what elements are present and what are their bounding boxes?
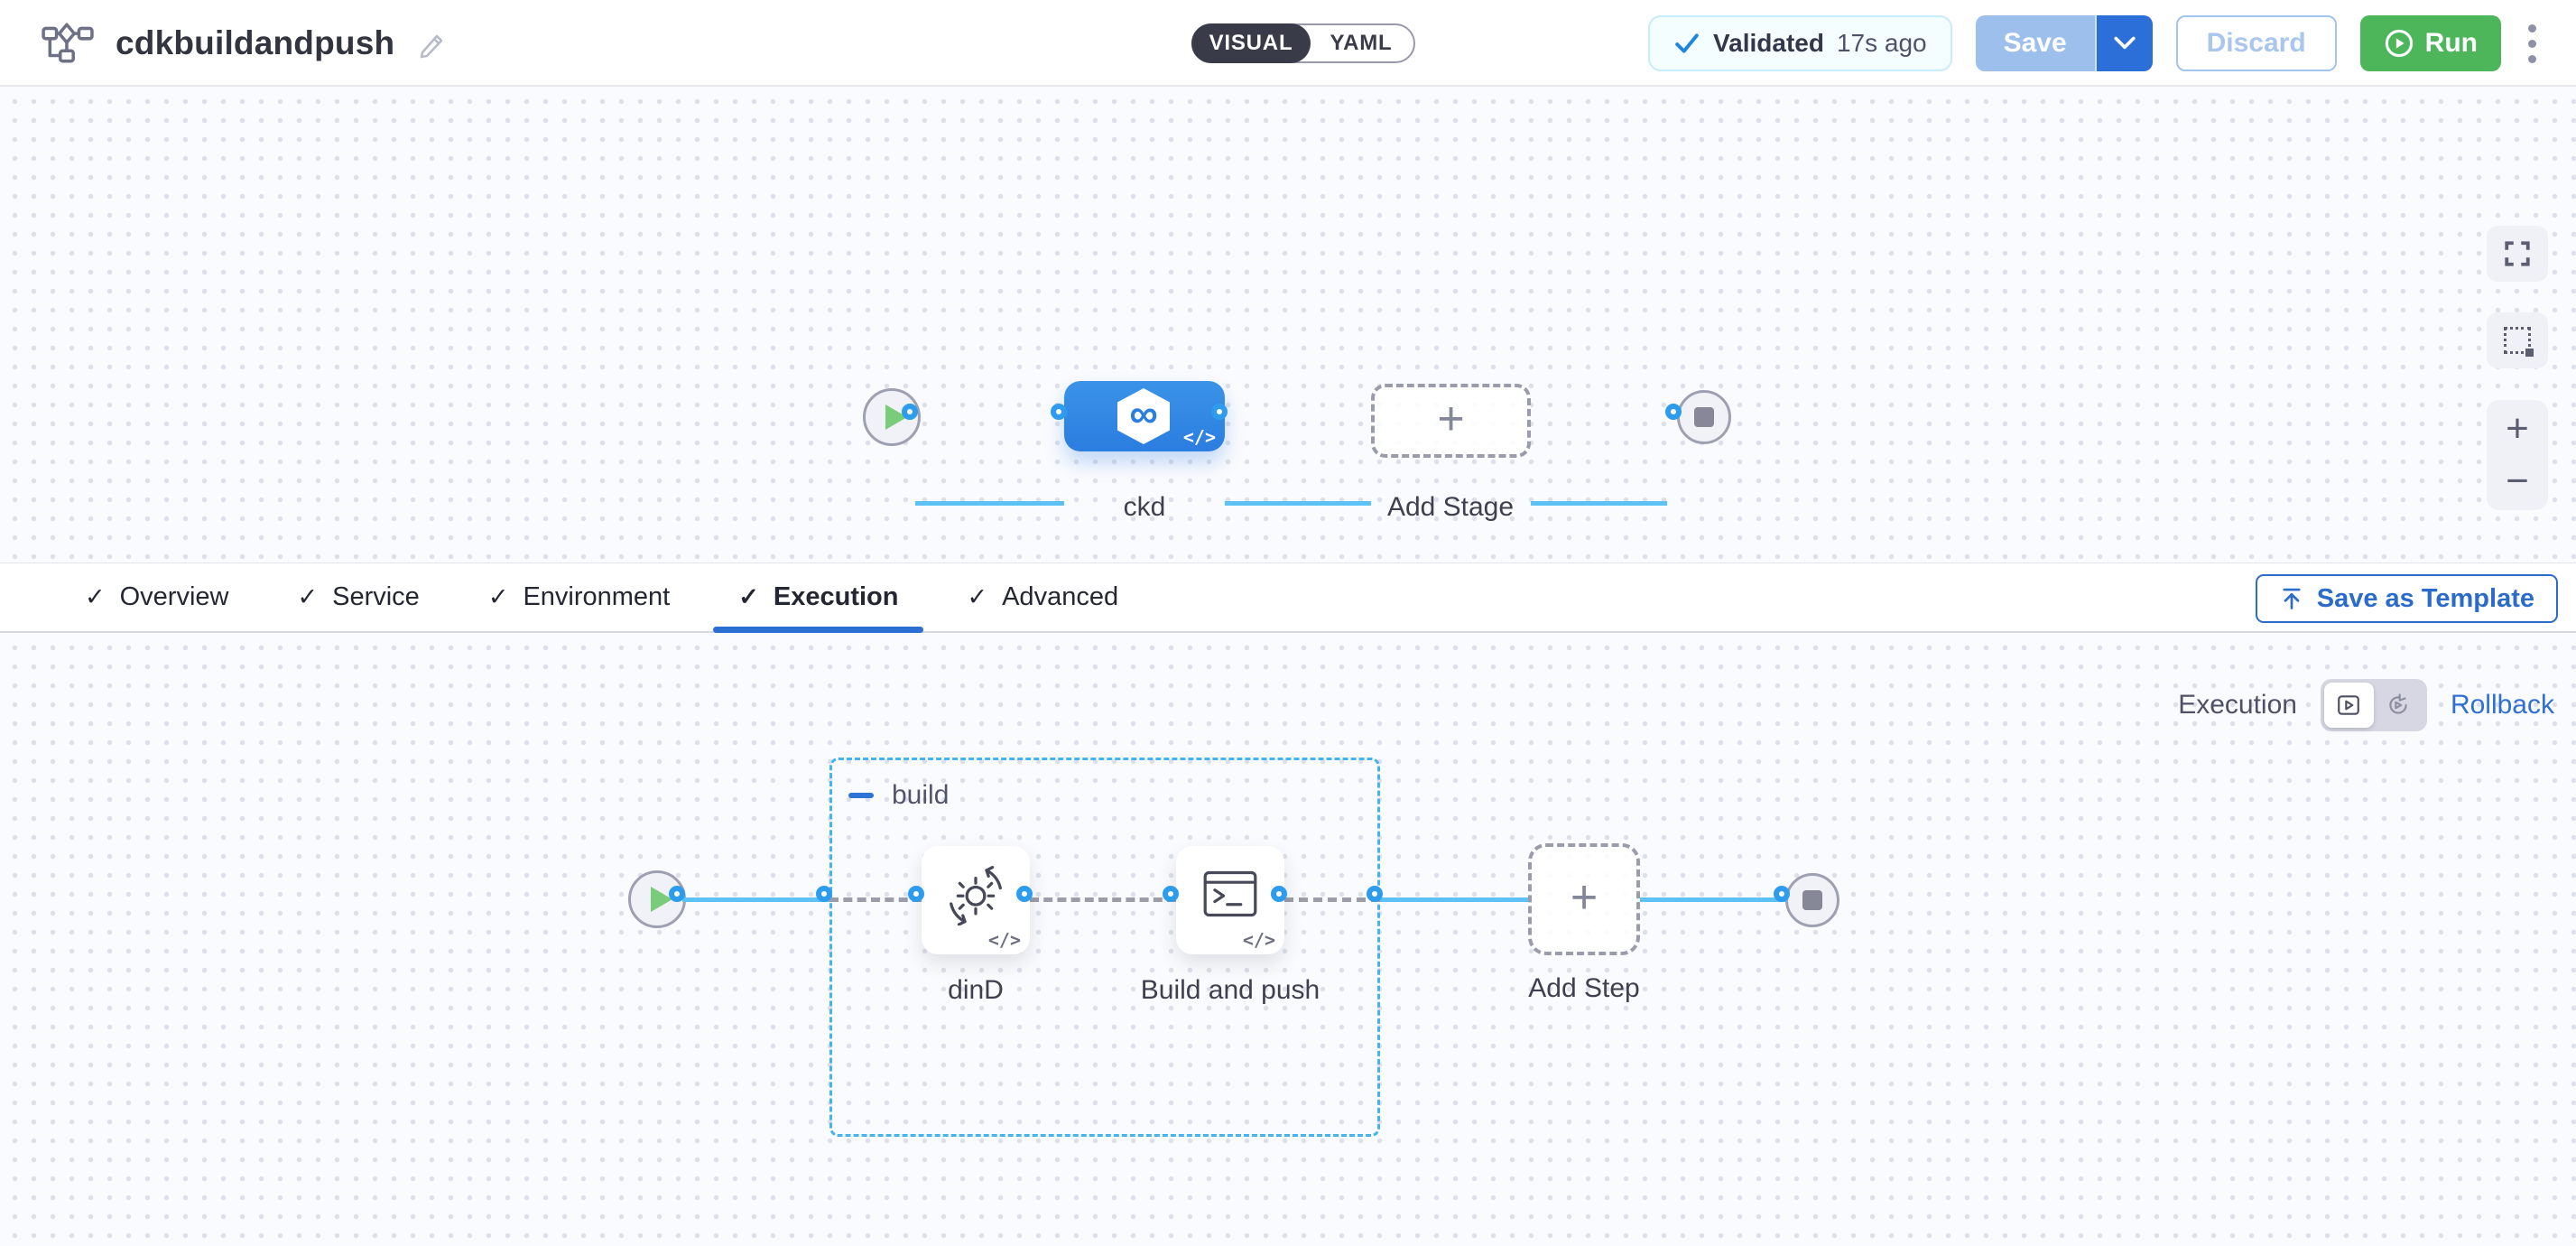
end-stop-icon — [1802, 890, 1822, 910]
execution-rollback-toggle — [2320, 679, 2427, 731]
check-icon: ✓ — [297, 583, 319, 610]
discard-button[interactable]: Discard — [2175, 15, 2337, 71]
group-in-port[interactable] — [816, 886, 832, 902]
group-out-port[interactable] — [1367, 886, 1383, 902]
connector-dashed-line — [1030, 897, 1176, 902]
connector-line — [1225, 501, 1371, 506]
validation-status: Validated — [1713, 29, 1824, 57]
step-name-label: dinD — [948, 975, 1004, 1005]
connector-line — [682, 897, 829, 902]
stage-out-port[interactable] — [1211, 404, 1228, 420]
step-group-build[interactable]: build — [829, 758, 1380, 1137]
end-in-port[interactable] — [1774, 886, 1790, 902]
step-node-dind[interactable]: </> — [922, 846, 1030, 954]
page-title: cdkbuildandpush — [116, 24, 395, 61]
more-options-button[interactable] — [2525, 19, 2540, 69]
edit-pencil-icon[interactable] — [416, 28, 447, 59]
group-header: build — [848, 780, 949, 811]
terminal-icon — [1203, 870, 1257, 917]
save-as-template-button[interactable]: Save as Template — [2255, 574, 2558, 623]
zoom-in-button[interactable]: + — [2506, 406, 2529, 451]
code-icon[interactable]: </> — [987, 929, 1021, 951]
marquee-select-icon — [2504, 327, 2534, 357]
check-icon: ✓ — [85, 583, 106, 610]
stage-in-port[interactable] — [1051, 404, 1067, 420]
rollback-mode-button[interactable] — [2374, 683, 2423, 728]
collapse-group-icon[interactable] — [848, 793, 874, 798]
fullscreen-icon — [2505, 241, 2530, 266]
group-name-label: build — [892, 780, 950, 810]
code-icon[interactable]: </> — [1182, 426, 1216, 448]
header-actions: Validated 17s ago Save Discard Run — [1648, 15, 2540, 71]
start-out-port[interactable] — [669, 886, 685, 902]
execution-end-node — [1785, 873, 1839, 927]
validation-time: 17s ago — [1836, 29, 1927, 57]
pipeline-end-node — [1677, 390, 1731, 444]
step-in-port[interactable] — [908, 886, 924, 902]
connector-line — [1380, 897, 1528, 902]
connector-dashed-line — [829, 897, 922, 902]
step-in-port[interactable] — [1163, 886, 1179, 902]
rollback-icon — [2389, 693, 2408, 714]
run-play-icon — [2385, 29, 2413, 58]
tab-environment[interactable]: ✓ Environment — [487, 582, 671, 611]
execution-steps-icon — [2338, 695, 2360, 715]
add-stage-label: Add Stage — [1386, 492, 1515, 522]
header-left: cdkbuildandpush — [42, 0, 447, 87]
connector-line — [915, 501, 1064, 506]
check-icon: ✓ — [967, 583, 988, 610]
check-icon: ✓ — [738, 583, 759, 610]
check-icon — [1675, 33, 1699, 53]
execution-canvas: Execution — [0, 633, 2576, 1246]
plus-icon: + — [1570, 871, 1598, 924]
stage-tabbar: ✓ Overview ✓ Service ✓ Environment ✓ Exe… — [0, 563, 2576, 633]
fullscreen-button[interactable] — [2487, 226, 2548, 282]
execution-mode-row: Execution — [2178, 679, 2554, 731]
plus-icon: + — [1437, 393, 1465, 445]
connector-dashed-line — [1284, 897, 1380, 902]
visual-mode-button[interactable]: VISUAL — [1191, 23, 1311, 63]
end-stop-icon — [1694, 407, 1714, 427]
tab-overview[interactable]: ✓ Overview — [85, 582, 229, 611]
execution-mode-label: Execution — [2178, 690, 2297, 720]
docker-dind-icon — [950, 866, 1002, 925]
validation-badge[interactable]: Validated 17s ago — [1648, 15, 1952, 71]
save-split-button: Save — [1975, 15, 2153, 71]
save-button[interactable]: Save — [1975, 15, 2097, 71]
stage-canvas: ∞ </> + ckd Add Stage + − — [0, 87, 2576, 563]
stage-node-ckd[interactable]: ∞ </> — [1064, 381, 1225, 451]
tab-execution[interactable]: ✓ Execution — [711, 563, 925, 633]
add-step-button[interactable]: + — [1528, 843, 1640, 955]
run-label: Run — [2424, 28, 2478, 58]
stage-name-label: ckd — [1123, 492, 1166, 522]
connector-line — [1531, 501, 1667, 506]
code-icon[interactable]: </> — [1242, 929, 1275, 951]
start-out-port[interactable] — [902, 404, 918, 420]
view-mode-toggle: VISUAL YAML — [1191, 23, 1415, 63]
step-out-port[interactable] — [1016, 886, 1033, 902]
yaml-mode-button[interactable]: YAML — [1330, 31, 1393, 55]
execution-mode-button[interactable] — [2323, 683, 2374, 728]
select-region-button[interactable] — [2487, 312, 2548, 368]
pipeline-icon — [42, 23, 94, 63]
header: cdkbuildandpush VISUAL YAML Validated 17… — [0, 0, 2576, 87]
end-in-port[interactable] — [1665, 404, 1682, 420]
check-icon: ✓ — [487, 583, 509, 610]
add-stage-button[interactable]: + — [1371, 384, 1531, 458]
upload-icon — [2283, 588, 2301, 609]
run-button[interactable]: Run — [2359, 15, 2501, 71]
step-out-port[interactable] — [1271, 886, 1287, 902]
rollback-link[interactable]: Rollback — [2450, 690, 2554, 720]
zoom-out-button[interactable]: − — [2506, 459, 2529, 503]
add-step-label: Add Step — [1528, 973, 1640, 1003]
tab-service[interactable]: ✓ Service — [297, 582, 420, 611]
step-name-label: Build and push — [1140, 975, 1320, 1005]
save-options-button[interactable] — [2096, 15, 2153, 71]
chevron-down-icon — [2114, 36, 2136, 50]
ci-stage-icon: ∞ — [1117, 388, 1170, 444]
connector-line — [1640, 897, 1787, 902]
step-node-build-and-push[interactable]: </> — [1176, 846, 1284, 954]
zoom-controls: + − — [2487, 400, 2548, 510]
tab-advanced[interactable]: ✓ Advanced — [967, 582, 1119, 611]
